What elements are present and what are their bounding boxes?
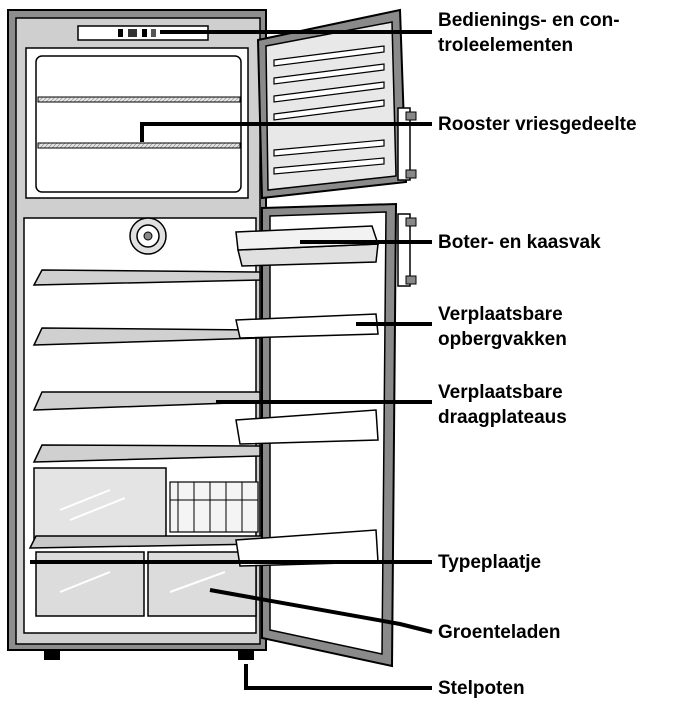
door-storage-compartment (235, 313, 379, 339)
label-movable-storage-line1: Verplaatsbare (438, 304, 563, 325)
label-freezer-rack: Rooster vriesgedeelte (438, 112, 637, 137)
leader-freezer-rack (140, 122, 432, 142)
label-movable-shelves-line2: draagplateaus (438, 407, 567, 428)
freezer-rack (37, 96, 241, 149)
fridge-door (235, 202, 417, 668)
leader-lines (30, 30, 433, 690)
feet (44, 650, 254, 660)
bottle-rack (169, 481, 259, 533)
glass-shelves (32, 269, 261, 463)
freezer-door (256, 8, 417, 200)
label-type-plate: Typeplaatje (438, 550, 541, 575)
fridge-compartment (23, 217, 263, 634)
label-movable-shelves: Verplaatsbare draagplateaus (438, 380, 567, 430)
label-controls-line1: Bedienings- en con- (438, 10, 620, 31)
fan-unit (129, 217, 167, 255)
label-freezer-rack-text: Rooster vriesgedeelte (438, 114, 637, 135)
label-movable-shelves-line1: Verplaatsbare (438, 382, 563, 403)
label-movable-storage-line2: opbergvakken (438, 329, 567, 350)
door-carrier-shelf (235, 409, 379, 445)
control-panel (77, 25, 209, 41)
label-controls-line2: troleelementen (438, 35, 574, 56)
label-crisper-drawers: Groenteladen (438, 620, 560, 645)
label-crisper-drawers-text: Groenteladen (438, 622, 561, 643)
label-feet: Stelpoten (438, 676, 525, 701)
storage-drawer (33, 467, 167, 541)
label-type-plate-text: Typeplaatje (438, 552, 542, 573)
label-controls: Bedienings- en con- troleelementen (438, 8, 620, 58)
label-feet-text: Stelpoten (438, 678, 525, 699)
leader-feet (244, 664, 432, 690)
label-butter-cheese: Boter- en kaasvak (438, 230, 601, 255)
label-movable-storage: Verplaatsbare opbergvakken (438, 302, 567, 352)
label-butter-cheese-text: Boter- en kaasvak (438, 232, 601, 253)
leader-crisper (209, 588, 433, 634)
